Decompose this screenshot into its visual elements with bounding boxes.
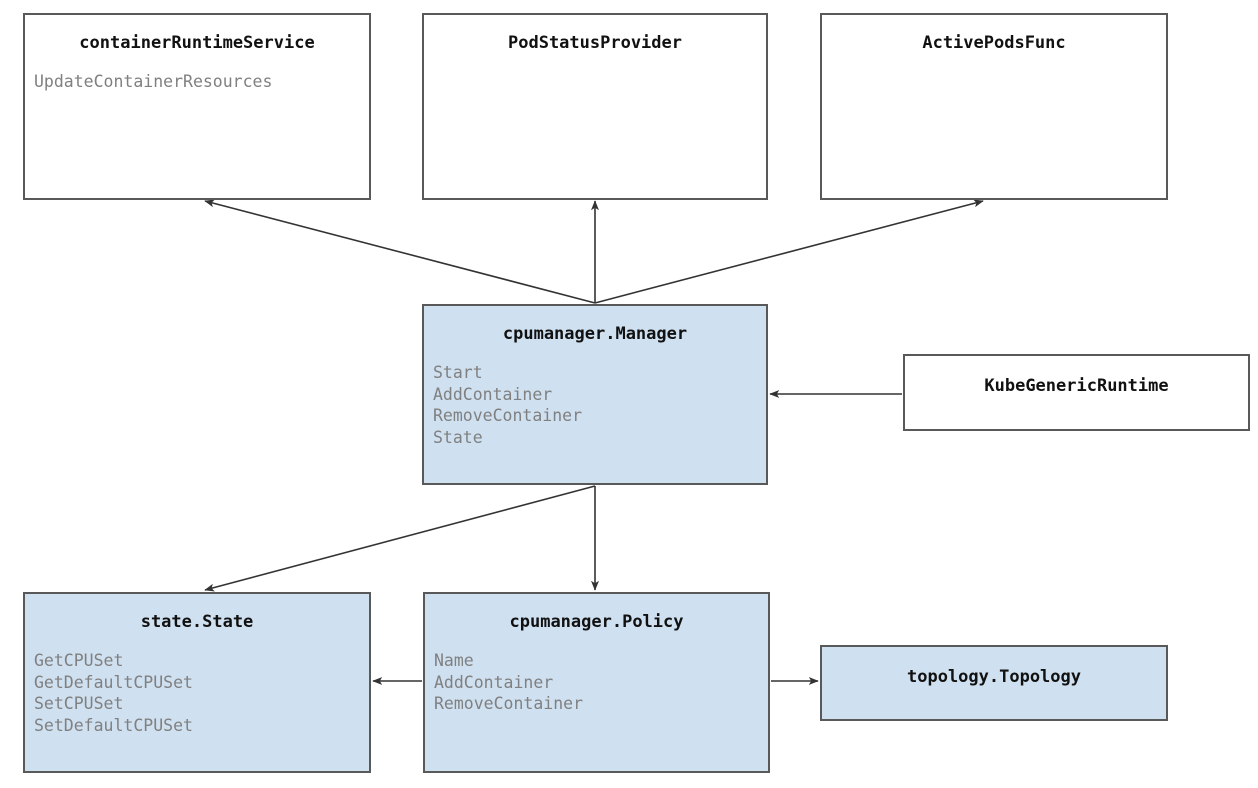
class-node-member: SetCPUSet — [34, 694, 124, 713]
class-node-member: State — [433, 427, 483, 447]
class-node-member: UpdateContainerResources — [34, 72, 273, 91]
edge-cpumanagerManager-to-ActivePodsFunc — [594, 199, 984, 304]
class-node-member-list: UpdateContainerResources — [25, 71, 369, 93]
class-node-ActivePodsFunc: ActivePodsFunc — [820, 13, 1168, 200]
class-node-member: GetCPUSet — [34, 651, 124, 670]
edge-cpumanagerManager-to-containerRuntimeService — [204, 199, 596, 304]
class-node-title: topology.Topology — [907, 667, 1081, 687]
class-node-title: PodStatusProvider — [508, 33, 682, 53]
class-node-member: Name — [434, 651, 474, 670]
class-node-PodStatusProvider: PodStatusProvider — [422, 13, 768, 200]
class-node-member: AddContainer — [433, 384, 553, 404]
class-node-member: AddContainer — [434, 672, 554, 692]
class-node-member: GetDefaultCPUSet — [34, 672, 193, 692]
class-node-KubeGenericRuntime: KubeGenericRuntime — [903, 354, 1250, 431]
class-node-title: KubeGenericRuntime — [984, 376, 1169, 396]
class-node-title: ActivePodsFunc — [922, 33, 1066, 53]
class-node-topologyTopology: topology.Topology — [820, 645, 1168, 721]
edge-cpumanagerManager-to-stateState — [204, 485, 596, 592]
class-node-title: cpumanager.Manager — [502, 324, 688, 344]
class-node-member: RemoveContainer — [433, 406, 583, 425]
class-node-title: containerRuntimeService — [79, 33, 315, 53]
class-node-member: SetDefaultCPUSet — [34, 715, 193, 735]
class-node-member: RemoveContainer — [434, 694, 584, 713]
class-node-member: Start — [433, 363, 483, 382]
class-node-title: cpumanager.Policy — [509, 612, 684, 632]
class-node-title: state.State — [140, 612, 254, 632]
